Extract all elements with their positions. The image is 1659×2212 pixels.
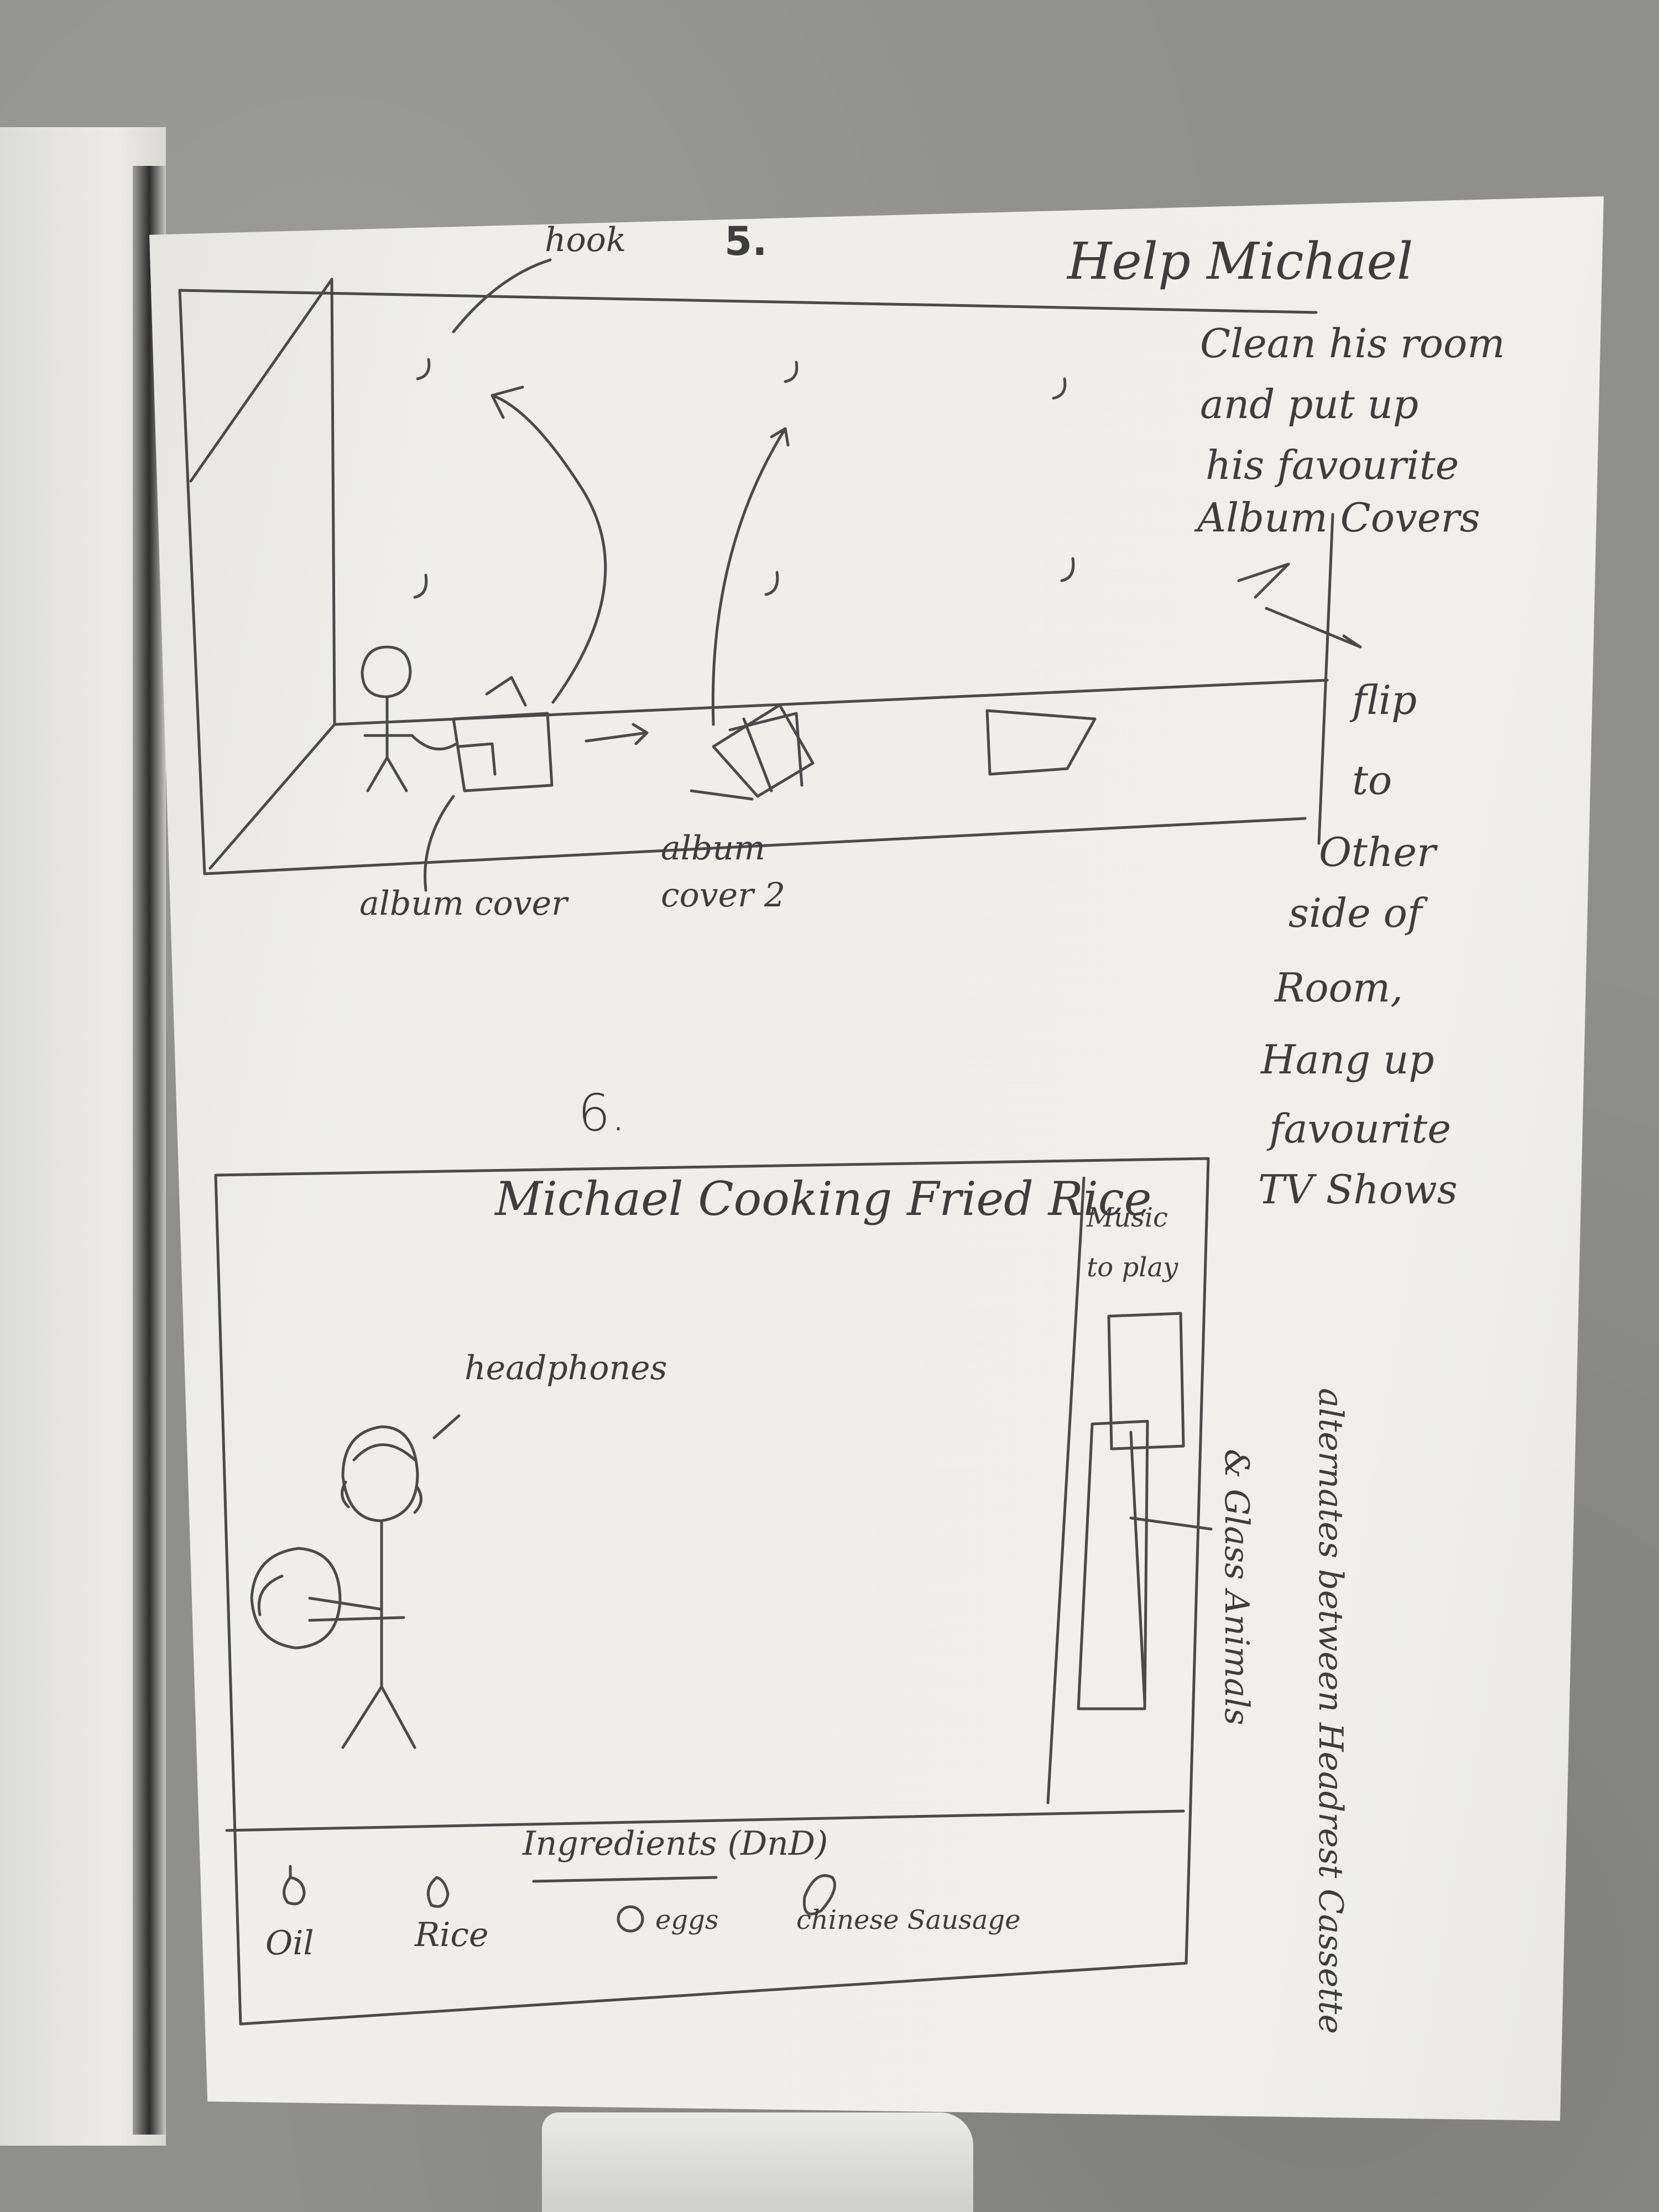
notebook-page [149, 196, 1604, 2121]
headphones-label: headphones [465, 1349, 667, 1387]
frame5-room-drawing [178, 258, 1362, 892]
album-cover-2-stack [712, 703, 815, 798]
task-line: and put up [1200, 381, 1419, 427]
music-track-list [1077, 1420, 1149, 1710]
frame6-number: 6. [578, 1083, 627, 1142]
album-cover-2-label: album [661, 829, 765, 868]
cloth-corner [542, 2112, 973, 2212]
flip-line: to [1352, 757, 1392, 804]
blank-cover [985, 709, 1097, 776]
flip-line: flip [1352, 677, 1417, 723]
oil-icon [283, 1865, 306, 1906]
flip-line: Other [1319, 829, 1436, 875]
flip-arrow [1237, 562, 1290, 599]
frame5-number: 5. [724, 218, 768, 264]
task-line: Clean his room [1200, 320, 1505, 367]
ingredient-oil[interactable]: Oil [265, 1924, 314, 1963]
arc-arrow-2 [711, 427, 787, 726]
rice-icon [426, 1876, 450, 1908]
music-player-panel [1107, 1312, 1185, 1451]
flip-line: side of [1288, 890, 1422, 936]
hook-label: hook [545, 221, 627, 259]
flip-line: Room, [1275, 964, 1404, 1011]
album-cover-box [452, 676, 554, 792]
task-line: his favourite [1206, 442, 1459, 488]
task-title: Help Michael [1067, 232, 1413, 291]
flip-line: favourite [1269, 1105, 1451, 1152]
ingredient-rice[interactable]: Rice [415, 1916, 489, 1954]
ingredient-eggs[interactable]: eggs [655, 1905, 719, 1936]
task-line: Album Covers [1197, 494, 1480, 541]
ingredients-title: Ingredients (DnD) [523, 1824, 828, 1863]
sausage-icon [802, 1874, 836, 1916]
album-cover-2-label: cover 2 [661, 876, 786, 915]
hook-icons [413, 358, 1075, 599]
album-cover-label: album cover [359, 884, 567, 923]
egg-icon [617, 1905, 644, 1933]
alternates-note: alternates between Headrest Cassette [1311, 1388, 1350, 2034]
music-label: to play [1087, 1252, 1178, 1283]
ingredient-chinese-sausage[interactable]: chinese Sausage [796, 1905, 1021, 1936]
alternates-note: & Glass Animals [1217, 1449, 1256, 1725]
flip-line: Hang up [1261, 1036, 1434, 1083]
arc-arrow-1 [491, 394, 607, 704]
flip-line: TV Shows [1258, 1166, 1458, 1213]
music-label: Music [1087, 1202, 1168, 1233]
frame6-screen-drawing [214, 1157, 1213, 2026]
michael-stick-figure-room [361, 645, 458, 792]
michael-stick-figure-cooking [250, 1425, 422, 1749]
frame6-title: Michael Cooking Fried Rice [495, 1172, 1152, 1226]
